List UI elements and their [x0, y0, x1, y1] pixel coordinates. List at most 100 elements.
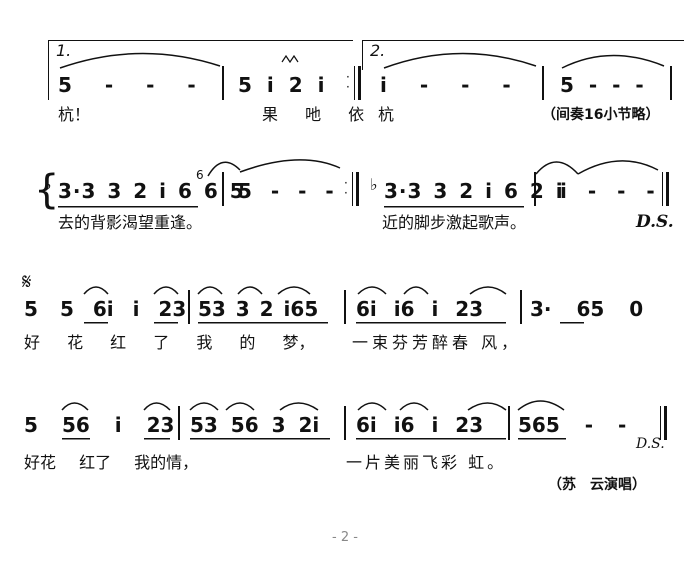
- volta-2-line: [362, 40, 684, 41]
- repeat-dots: ··: [344, 176, 348, 200]
- tie: [239, 159, 341, 173]
- volta-2-start: [362, 40, 363, 70]
- slur: [83, 286, 109, 295]
- notes-s3-pickup: 5: [24, 297, 38, 321]
- lyric-s4-b: 一片美丽飞彩 虹。: [346, 453, 507, 472]
- slur: [403, 286, 429, 295]
- flat-sign-2: ♭: [370, 175, 378, 194]
- beam: [384, 206, 524, 208]
- page-number: - 2 -: [332, 530, 358, 545]
- tie: [577, 160, 659, 175]
- slur: [277, 286, 311, 295]
- barline: [344, 290, 346, 324]
- notes-s1-m1: 5 - - -: [58, 73, 196, 97]
- slur: [517, 400, 565, 411]
- segno-icon: 𝄋: [22, 270, 32, 295]
- slur: [207, 161, 241, 177]
- slur: [469, 286, 507, 295]
- beam: [144, 438, 170, 440]
- lyric-s1-a: 杭！: [58, 105, 91, 124]
- notes-s4-m4: 565 - -: [518, 413, 627, 437]
- barline-end-thin: [660, 406, 661, 440]
- barline: [508, 406, 510, 440]
- beam: [190, 438, 330, 440]
- barline: [534, 172, 536, 206]
- lyric-s2-a: 去的背影渴望重逢。: [58, 213, 203, 232]
- lyric-s4-a: 好花 红了 我的情，: [24, 453, 199, 472]
- slur: [189, 402, 219, 411]
- tie: [383, 52, 537, 69]
- notes-s4-m2: 53 56 3 2i: [190, 413, 320, 437]
- ds-marking: D.S.: [636, 212, 674, 232]
- lyric-s3-b: 一束芬芳醉春 风，: [352, 333, 522, 352]
- slur: [237, 286, 263, 295]
- slur: [143, 402, 171, 411]
- notes-s2-m3: 3·3 3 2 i 6 2 i: [384, 179, 564, 203]
- beam: [58, 206, 198, 208]
- notes-s2-m1: 3·3 3 2 i 6 6 5: [58, 179, 245, 203]
- volta-2-label: 2.: [370, 41, 386, 60]
- slur: [357, 402, 387, 411]
- beam: [84, 322, 108, 324]
- volta-1-label: 1.: [56, 41, 72, 60]
- notes-s4-m3: 6i i6 i 23: [356, 413, 484, 437]
- notes-s3-m2: 53 3 2 i65: [198, 297, 319, 321]
- notes-s1-m3: i - - -: [380, 73, 511, 97]
- beam: [560, 322, 584, 324]
- repeat-thick: [358, 66, 361, 100]
- slur: [197, 286, 223, 295]
- beam: [154, 322, 178, 324]
- notes-s2-m2: 5 - - -: [238, 179, 334, 203]
- slur: [225, 402, 255, 411]
- barline: [178, 406, 180, 440]
- volta-bracket-left: [48, 40, 49, 100]
- barline: [188, 290, 190, 324]
- slur: [61, 402, 89, 411]
- slur: [153, 286, 179, 295]
- notes-s4-m1: 56 i 23: [62, 413, 175, 437]
- barline: [344, 406, 346, 440]
- tie: [59, 52, 221, 69]
- slur: [535, 161, 579, 175]
- flat-sign: ♭: [44, 175, 52, 194]
- beam: [62, 438, 90, 440]
- lyric-s1-c: 杭: [378, 105, 395, 124]
- slur: [279, 402, 319, 411]
- notes-s2-m4: i - - -: [560, 179, 655, 203]
- brace-icon: {: [34, 167, 60, 213]
- barline-end-thick: [664, 406, 667, 440]
- beam: [198, 322, 328, 324]
- beam: [356, 438, 506, 440]
- singer-credit: （苏 云演唱）: [548, 477, 646, 493]
- slur: [357, 286, 387, 295]
- lyric-s3-a: 好 花 红 了 我 的 梦，: [24, 333, 315, 352]
- tie: [561, 54, 665, 69]
- barline: [542, 66, 544, 100]
- beam: [518, 438, 566, 440]
- repeat-thick: [356, 172, 359, 206]
- repeat-thin: [354, 66, 355, 100]
- barline: [520, 290, 522, 324]
- notes-s3-m3: 6i i6 i 23: [356, 297, 484, 321]
- trill-icon: [281, 54, 299, 64]
- notes-s4-pickup: 5: [24, 413, 38, 437]
- barline: [222, 66, 224, 100]
- lyric-s2-b: 近的脚步激起歌声。: [382, 213, 527, 232]
- beam: [356, 322, 506, 324]
- volta-1-line: [48, 40, 353, 41]
- notes-s3-m1: 5 6i i 23: [60, 297, 187, 321]
- barline-end-thin: [662, 172, 663, 206]
- grace-note: 6: [196, 168, 204, 182]
- barline-end: [670, 66, 672, 100]
- barline: [222, 172, 224, 206]
- barline-end-thick: [666, 172, 669, 206]
- slur: [399, 402, 429, 411]
- lyric-s1-b: 果 吔 依: [262, 105, 365, 124]
- ds-marking-2: D.S.: [636, 436, 665, 452]
- notes-s1-m2: 5 i 2 i: [238, 73, 325, 97]
- interlude-remark: （间奏16小节略）: [542, 107, 660, 123]
- notes-s1-m4: 5 - - -: [560, 73, 644, 97]
- repeat-thin: [352, 172, 353, 206]
